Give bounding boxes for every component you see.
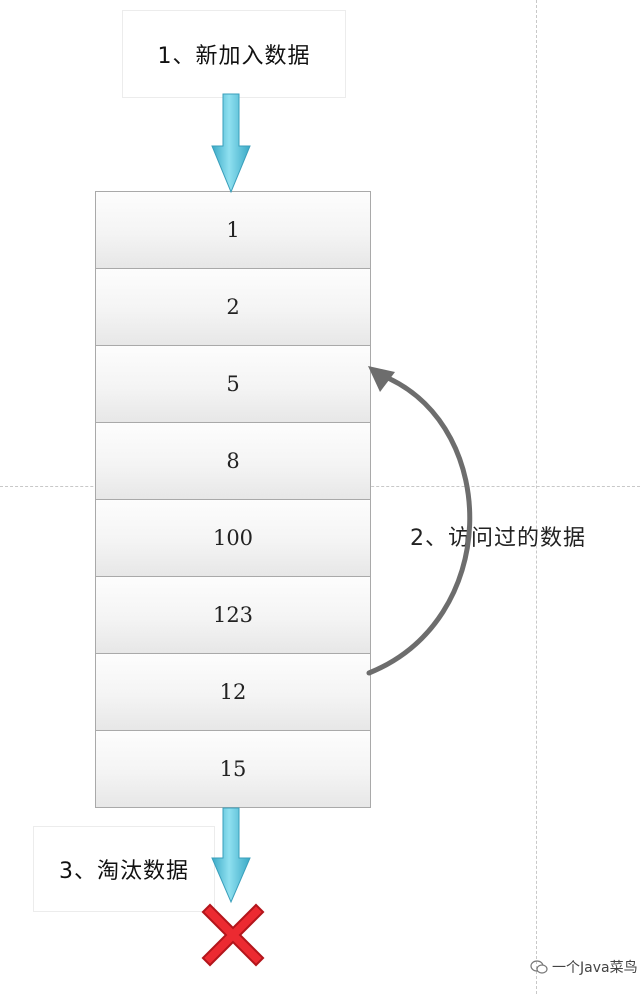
new-data-label: 1、新加入数据 [122,10,346,98]
cache-entry: 2 [96,269,370,346]
cross-icon [201,903,265,967]
cache-entry: 1 [96,192,370,269]
cache-entry: 8 [96,423,370,500]
watermark-text: 一个Java菜鸟 [552,960,638,976]
cache-entry: 100 [96,500,370,577]
cache-entry: 123 [96,577,370,654]
guide-line-vertical [536,0,537,994]
evicted-data-text: 3、淘汰数据 [59,859,189,884]
arrow-down-icon [211,807,251,904]
cache-stack: 1 2 5 8 100 123 12 15 [95,191,371,808]
cache-entry-value: 123 [212,603,254,627]
cache-entry-value: 12 [219,680,247,704]
cache-entry: 12 [96,654,370,731]
cache-entry: 15 [96,731,370,807]
watermark: 一个Java菜鸟 [530,957,638,977]
cache-entry-value: 2 [226,295,240,319]
cache-entry-value: 100 [212,526,254,550]
accessed-data-label: 2、访问过的数据 [410,526,586,551]
curved-arrow-icon [366,366,473,676]
cache-entry: 5 [96,346,370,423]
cache-entry-value: 5 [226,372,240,396]
cache-entry-value: 8 [226,449,240,473]
new-data-text: 1、新加入数据 [157,44,311,69]
arrow-down-icon [211,93,251,194]
cache-entry-value: 1 [226,218,240,242]
cache-entry-value: 15 [219,757,247,781]
wechat-icon [530,960,548,974]
evicted-data-label: 3、淘汰数据 [33,826,215,912]
